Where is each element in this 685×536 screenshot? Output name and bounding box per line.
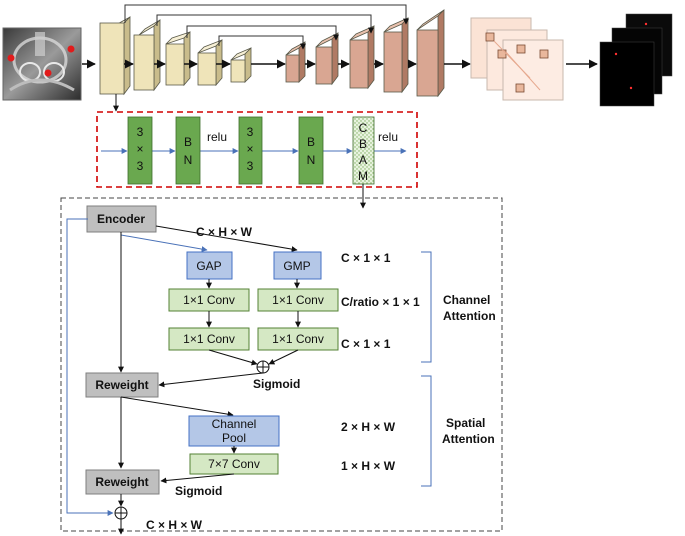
conv3x3-block-2: 3 × 3 — [238, 116, 263, 185]
relu-label-2: relu — [378, 130, 398, 144]
decoder-block-5 — [416, 9, 445, 98]
batchnorm-block-2: B N — [298, 116, 324, 185]
landmark-point — [67, 45, 75, 53]
dim-label: 1 × H × W — [341, 459, 396, 473]
dim-label: C × 1 × 1 — [341, 337, 391, 351]
bn-label-part: N — [307, 153, 316, 167]
batchnorm-block-1: B N — [175, 116, 201, 185]
spatial-attention-label: Spatial — [446, 416, 485, 430]
decoder-block-1 — [285, 41, 306, 83]
conv-label-part: × — [246, 142, 253, 156]
landmark-point — [7, 54, 15, 62]
landmark-point — [44, 69, 52, 77]
skip-connections — [124, 4, 409, 50]
conv1x1-box: 1×1 Conv — [168, 327, 250, 351]
residual-sum-icon — [114, 506, 128, 520]
residual-path — [66, 218, 114, 516]
channel-attention-label: Attention — [443, 309, 496, 323]
conv-label-part: 3 — [137, 125, 144, 139]
cbam-label-part: M — [358, 169, 368, 183]
conv-label-part: 3 — [247, 159, 254, 173]
encoder-block-2 — [133, 19, 161, 92]
decoder-block-3 — [349, 25, 375, 90]
decoder-block-4 — [383, 17, 409, 94]
bn-label-part: B — [307, 135, 315, 149]
spatial-attention-brace — [421, 375, 432, 487]
bottleneck-block — [230, 47, 252, 83]
conv-label-part: 3 — [137, 159, 144, 173]
conv7x7-label: 7×7 Conv — [208, 457, 260, 471]
encoder-box: Encoder — [86, 205, 157, 233]
conv1x1-box: 1×1 Conv — [168, 288, 250, 312]
conv-block-frame — [96, 111, 418, 188]
conv-label-part: × — [136, 142, 143, 156]
gap-box: GAP — [186, 251, 233, 280]
conv1x1-box: 1×1 Conv — [257, 327, 339, 351]
channel-attention-label: Channel — [443, 293, 490, 307]
channel-pool-box: Channel Pool — [188, 415, 280, 447]
conv7x7-box: 7×7 Conv — [189, 453, 279, 475]
sigmoid-label-1: Sigmoid — [253, 377, 300, 391]
cbam-label-part: B — [359, 137, 367, 151]
reweight-box-1: Reweight — [85, 372, 159, 398]
cbam-detail-frame — [60, 197, 503, 532]
encoder-label: Encoder — [97, 212, 145, 226]
conv-label: 1×1 Conv — [272, 332, 324, 346]
gap-label: GAP — [196, 259, 221, 273]
sum-operator-icon — [256, 360, 270, 374]
encoder-block-3 — [165, 31, 191, 87]
conv1x1-box: 1×1 Conv — [257, 288, 339, 312]
dim-label-top: C × H × W — [196, 225, 253, 239]
spatial-attention-label: Attention — [442, 432, 495, 446]
output-landmark-maps — [599, 13, 673, 107]
reweight-label: Reweight — [95, 475, 148, 489]
gmp-box: GMP — [273, 251, 322, 280]
decoder-block-2 — [315, 32, 339, 86]
reweight-box-2: Reweight — [85, 469, 160, 495]
heatmap-stack — [470, 17, 564, 101]
cbam-label-part: A — [359, 153, 367, 167]
conv-label: 1×1 Conv — [272, 293, 324, 307]
cbam-label-part: C — [359, 121, 368, 135]
input-xray-image — [2, 27, 82, 101]
cbam-block: C B A M — [352, 116, 375, 185]
channel-attention-brace — [421, 251, 432, 363]
encoder-block-1 — [99, 16, 131, 96]
gmp-label: GMP — [283, 259, 310, 273]
dim-label: C × 1 × 1 — [341, 251, 391, 265]
dim-label: 2 × H × W — [341, 420, 396, 434]
sigmoid-label-2: Sigmoid — [175, 484, 222, 498]
conv-label: 1×1 Conv — [183, 332, 235, 346]
dim-label-bottom: C × H × W — [146, 518, 203, 532]
channel-pool-label: Channel — [212, 417, 257, 431]
bn-label-part: B — [184, 135, 192, 149]
bn-label-part: N — [184, 153, 193, 167]
conv3x3-block-1: 3 × 3 — [127, 116, 153, 185]
channel-pool-label: Pool — [222, 431, 246, 445]
dim-label: C/ratio × 1 × 1 — [341, 295, 420, 309]
relu-label-1: relu — [207, 130, 227, 144]
reweight-label: Reweight — [95, 378, 148, 392]
conv-label-part: 3 — [247, 125, 254, 139]
encoder-block-4 — [197, 39, 223, 87]
conv-label: 1×1 Conv — [183, 293, 235, 307]
